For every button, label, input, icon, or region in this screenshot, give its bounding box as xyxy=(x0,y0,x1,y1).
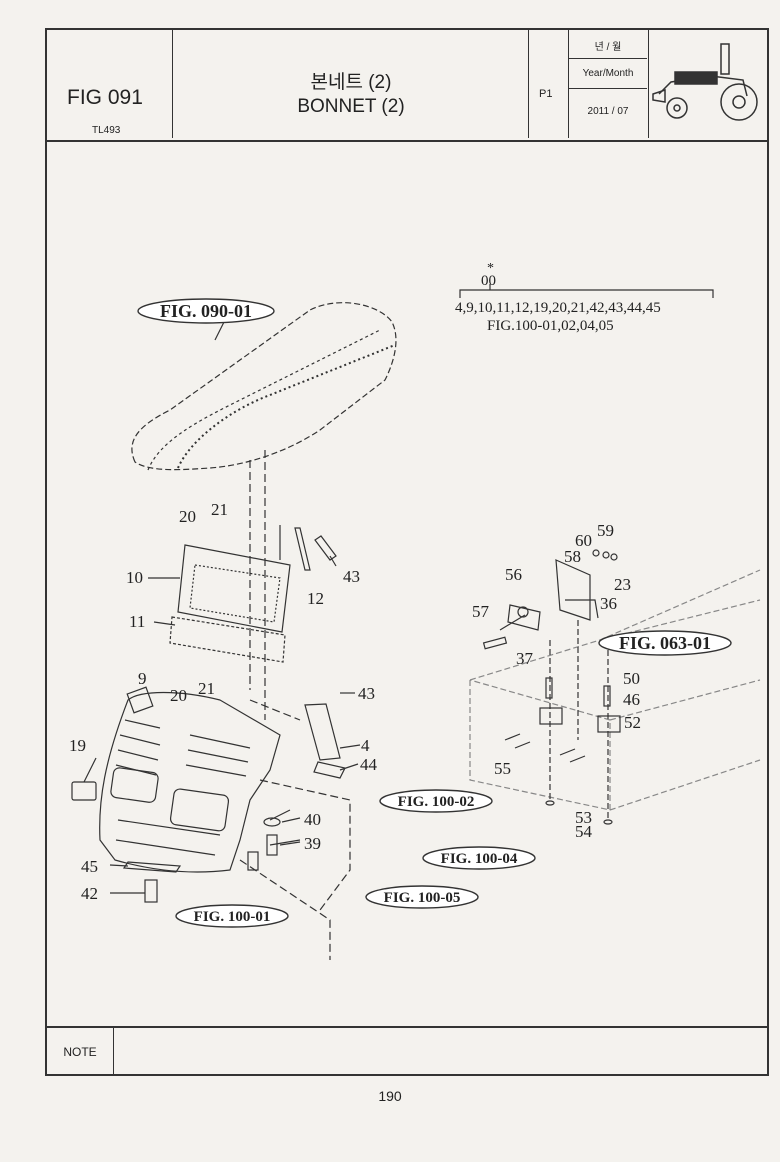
kit-code: 00 xyxy=(481,273,496,289)
ref-fig-100-01[interactable]: FIG. 100-01 xyxy=(194,909,271,925)
title-korean: 본네트 (2) xyxy=(310,72,392,93)
part-label: 56 xyxy=(505,565,522,584)
page-frame: FIG 091 TL493 본네트 (2) BONNET (2) P1 년 / … xyxy=(45,28,769,1076)
part-label: 44 xyxy=(360,755,378,774)
divider xyxy=(569,58,647,59)
ref-fig-100-02[interactable]: FIG. 100-02 xyxy=(398,794,475,810)
latch-bracket xyxy=(555,559,591,621)
kit-bracket xyxy=(459,289,714,298)
part-label: 43 xyxy=(343,567,360,586)
header-table: FIG 091 TL493 본네트 (2) BONNET (2) P1 년 / … xyxy=(47,30,767,142)
grille-screen xyxy=(177,544,291,633)
ref-fig-063-01[interactable]: FIG. 063-01 xyxy=(619,633,711,653)
fig-cell: FIG 091 TL493 xyxy=(47,30,173,138)
fig-number: FIG 091 xyxy=(67,86,143,109)
page-number: 190 xyxy=(378,1088,402,1104)
part-label: 9 xyxy=(138,669,147,688)
ref-fig-090-01[interactable]: FIG. 090-01 xyxy=(160,301,252,321)
part-label: 36 xyxy=(600,594,617,613)
ref-fig-100-05[interactable]: FIG. 100-05 xyxy=(384,890,461,906)
front-grille xyxy=(99,691,281,873)
year-month-value: 2011 / 07 xyxy=(587,106,629,117)
note-row: NOTE xyxy=(47,1026,767,1076)
part-label: 37 xyxy=(516,649,534,668)
year-month-label-en: Year/Month xyxy=(582,68,634,79)
part-label: 60 xyxy=(575,531,592,550)
part-label: 42 xyxy=(81,884,98,903)
bonnet-shape xyxy=(131,302,397,471)
part-label: 39 xyxy=(304,834,321,853)
part-label: 21 xyxy=(198,679,215,698)
tractor-icon xyxy=(652,43,758,121)
part-label: 52 xyxy=(624,713,641,732)
part-label: 4 xyxy=(361,736,370,755)
page-code: P1 xyxy=(539,88,553,100)
part-label: 10 xyxy=(126,568,143,587)
hood-latch xyxy=(507,604,541,631)
part-label: 11 xyxy=(129,612,145,631)
part-label: 40 xyxy=(304,810,321,829)
part-label: 12 xyxy=(307,589,324,608)
model-code: TL493 xyxy=(92,125,121,136)
kit-parts-list: 4,9,10,11,12,19,20,21,42,43,44,45 xyxy=(455,300,661,316)
part-label: 43 xyxy=(358,684,375,703)
divider xyxy=(569,88,647,89)
title-english: BONNET (2) xyxy=(297,96,405,117)
part-label: 59 xyxy=(597,521,614,540)
year-month-cell: 년 / 월 Year/Month 2011 / 07 xyxy=(569,30,649,138)
part-label: 46 xyxy=(623,690,640,709)
ref-fig-100-04[interactable]: FIG. 100-04 xyxy=(441,851,518,867)
kit-star: * xyxy=(487,261,494,276)
kit-fig-list: FIG.100-01,02,04,05 xyxy=(487,318,614,334)
note-label: NOTE xyxy=(47,1028,114,1076)
title-cell: 본네트 (2) BONNET (2) xyxy=(173,30,529,138)
part-label: 50 xyxy=(623,669,640,688)
part-label: 53 xyxy=(575,808,592,827)
badge xyxy=(71,781,97,801)
page-code-cell: P1 xyxy=(529,30,569,138)
part-label: 20 xyxy=(179,507,196,526)
part-label: 20 xyxy=(170,686,187,705)
year-month-label-ko: 년 / 월 xyxy=(594,42,622,53)
part-label: 55 xyxy=(494,759,511,778)
part-label: 58 xyxy=(564,547,581,566)
part-label: 23 xyxy=(614,575,631,594)
part-label: 21 xyxy=(211,500,228,519)
part-label: 45 xyxy=(81,857,98,876)
part-label: 54 xyxy=(575,822,593,841)
part-label: 57 xyxy=(472,602,490,621)
part-label: 19 xyxy=(69,736,86,755)
